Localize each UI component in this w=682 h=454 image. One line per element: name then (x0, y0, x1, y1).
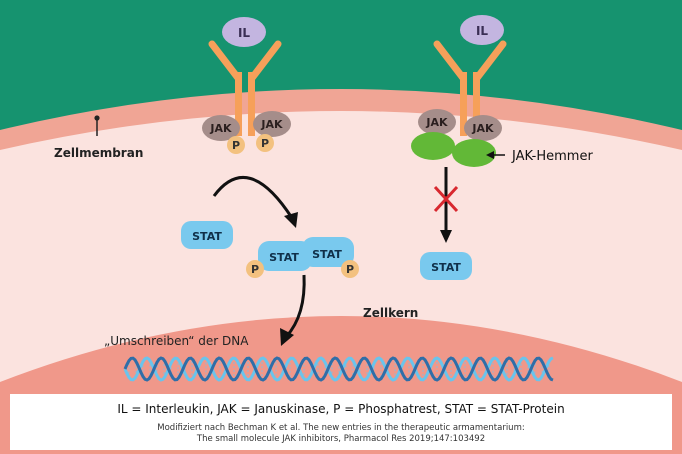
stat-monomer-label: STAT (192, 230, 222, 243)
block-cross (433, 185, 459, 213)
right-stat-label: STAT (431, 261, 461, 274)
left-jak-1-label: JAK (209, 122, 232, 135)
right-jak-2-label: JAK (471, 122, 494, 135)
stat-phosphate-right-label: P (346, 263, 354, 276)
left-phosphate-1-label: P (232, 139, 240, 152)
dna-strand-light (123, 356, 554, 382)
transcription-arrowhead (280, 328, 294, 346)
left-jak-2-label: JAK (260, 118, 283, 131)
left-jak-2 (253, 111, 291, 137)
inhibitor-pointer-head (486, 151, 494, 159)
stat-phosphate-left-label: P (251, 263, 259, 276)
right-il-label: IL (476, 24, 488, 38)
legend-text: IL = Interleukin, JAK = Januskinase, P =… (117, 402, 565, 416)
stat-dimer-right (302, 237, 354, 267)
jak-inhibitor-2 (452, 139, 496, 167)
activation-arrowhead (284, 212, 298, 228)
jak-inhibitor-1 (411, 132, 455, 160)
dna-label: „Umschreiben“ der DNA (104, 334, 249, 348)
blocked-arrowhead (440, 230, 452, 243)
legend-source-line-2: The small molecule JAK inhibitors, Pharm… (196, 434, 486, 444)
activation-arrow (212, 176, 294, 219)
stat-dimer-left-label: STAT (269, 251, 299, 264)
stat-dimer-left (258, 241, 312, 271)
left-phosphate-2 (256, 134, 274, 152)
left-phosphate-2-label: P (261, 137, 269, 150)
stat-phosphate-left (246, 260, 264, 278)
right-receptor (433, 40, 507, 136)
right-jak-1 (418, 109, 456, 135)
left-phosphate-1 (227, 136, 245, 154)
dna-helix (123, 356, 554, 382)
membrane-label: Zellmembran (54, 146, 143, 160)
membrane-pointer-dot (94, 115, 100, 121)
right-jak-2 (464, 115, 502, 141)
legend-box: IL = Interleukin, JAK = Januskinase, P =… (10, 394, 672, 450)
right-jak-1-label: JAK (425, 116, 448, 129)
inhibitor-label: JAK-Hemmer (511, 149, 593, 164)
left-il-ligand (222, 17, 266, 47)
transcription-arrow (284, 274, 306, 339)
stat-dimer-right-label: STAT (312, 248, 342, 261)
right-stat (420, 252, 472, 280)
stat-monomer (181, 221, 233, 249)
right-il-ligand (460, 15, 504, 45)
legend-source-line-1: Modifiziert nach Bechman K et al. The ne… (157, 423, 525, 433)
left-receptor (208, 40, 282, 136)
left-jak-1 (202, 115, 240, 141)
nucleus-label: Zellkern (363, 306, 418, 320)
stat-phosphate-right (341, 260, 359, 278)
dna-strand-dark (123, 356, 554, 382)
left-il-label: IL (238, 26, 250, 40)
